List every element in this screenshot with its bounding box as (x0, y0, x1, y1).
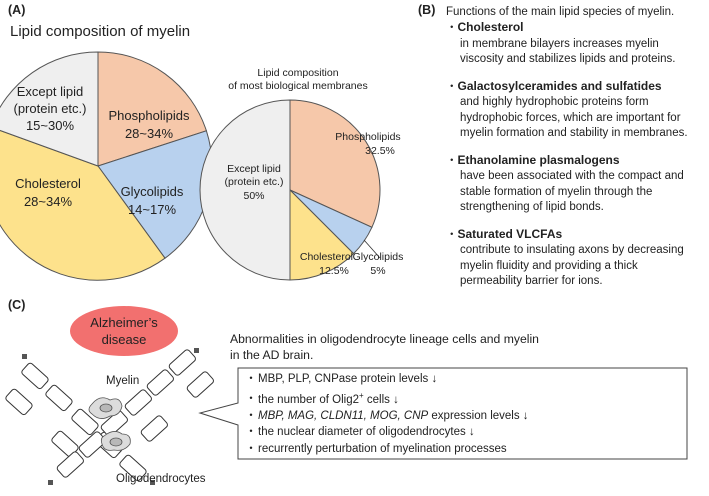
function-text: hydrophobic forces, which are important … (460, 111, 681, 124)
myelin-sheath-diagram (5, 349, 214, 482)
ad-abnormalities-title: Abnormalities in oligodendrocyte lineage… (230, 331, 539, 363)
membrane-label-except-line1: Except lipid (227, 163, 281, 175)
functions-list: ・Cholesterol in membrane bilayers increa… (446, 20, 708, 290)
membrane-slice-cholesterol (289, 188, 355, 281)
function-title: Saturated VLCFAs (457, 226, 563, 241)
myelin-label-cholesterol: Cholesterol (15, 176, 81, 191)
membrane-value-cholesterol: 12.5% (319, 265, 349, 277)
function-title: Cholesterol (457, 20, 524, 34)
finding-item: ・MBP, PLP, CNPase protein levels ↓ (244, 371, 684, 388)
finding-text: the nuclear diameter of oligodendrocytes… (258, 426, 475, 439)
alzheimers-label-line1: Alzheimer’s (90, 315, 158, 330)
membrane-label-phospholipids: Phospholipids (335, 131, 400, 143)
pie-charts-svg: Phospholipids 28~34% Glycolipids 14~17% … (0, 51, 404, 281)
bullet: ・ (446, 80, 458, 93)
myelin-slice-except-lipid (0, 51, 99, 167)
alzheimers-disease-ellipse (70, 306, 178, 356)
function-text: contribute to insulating axons by decrea… (460, 244, 684, 256)
function-text: have been associated with the compact an… (460, 170, 684, 182)
function-title: Ethanolamine plasmalogens (457, 152, 620, 167)
finding-text-suffix: cells ↓ (363, 393, 399, 406)
membrane-value-phospholipids: 32.5% (365, 145, 395, 157)
ad-title-line1: Abnormalities in oligodendrocyte lineage… (230, 332, 539, 346)
ad-title-line2: in the AD brain. (230, 348, 314, 362)
axon-ends (22, 348, 199, 485)
bullet: ・ (245, 393, 257, 406)
myelin-illustration: Alzheimer’s disease Myelin Oligodendrocy… (5, 306, 214, 485)
finding-text-suffix: expression levels ↓ (428, 409, 529, 422)
finding-text: MBP, PLP, CNPase protein levels ↓ (258, 373, 438, 385)
finding-text: recurrently perturbation of myelination … (258, 442, 507, 455)
myelin-value-except: 15~30% (26, 118, 75, 133)
panel-label-b: (B) (418, 3, 436, 17)
myelin-pie: Phospholipids 28~34% Glycolipids 14~17% … (0, 51, 213, 281)
bullet: ・ (446, 154, 458, 167)
panel-label-c: (C) (8, 298, 26, 312)
finding-item: ・the number of Olig2+ cells ↓ (244, 388, 684, 408)
bullet: ・ (245, 442, 257, 455)
finding-item: ・recurrently perturbation of myelination… (244, 441, 684, 458)
function-item-galactosylceramides: ・Galactosylceramides and sulfatides and … (446, 79, 708, 142)
membrane-pie: Phospholipids 32.5% Except lipid (protei… (199, 99, 404, 281)
finding-item: ・the nuclear diameter of oligodendrocyte… (244, 424, 684, 441)
bullet: ・ (446, 228, 458, 241)
findings-callout (198, 367, 688, 460)
alzheimers-label-line2: disease (102, 332, 147, 347)
membrane-label-glycolipids: Glycolipids (353, 251, 404, 263)
function-text: in membrane bilayers increases myelin (460, 37, 659, 50)
myelin-slice-phospholipids (97, 51, 208, 167)
oligodendrocytes-label: Oligodendrocytes (116, 473, 206, 485)
finding-item: ・MBP, MAG, CLDN11, MOG, CNP expression l… (244, 408, 684, 425)
function-item-vlcfas: ・Saturated VLCFAs contribute to insulati… (446, 227, 708, 290)
membrane-slice-phospholipids (289, 99, 381, 228)
myelin-label-except-line1: Except lipid (17, 84, 83, 99)
bullet: ・ (446, 22, 458, 34)
function-text: myelin formation and stability in membra… (460, 127, 688, 139)
findings-list: ・MBP, PLP, CNPase protein levels ↓ ・the … (244, 371, 684, 457)
panel-label-a: (A) (8, 3, 26, 17)
myelin-label-phospholipids: Phospholipids (109, 108, 190, 123)
bullet: ・ (245, 373, 257, 385)
membrane-value-except: 50% (243, 190, 264, 202)
gene-names: MBP, MAG, CLDN11, MOG, CNP (258, 409, 429, 422)
membrane-slice-except-lipid (199, 99, 291, 281)
functions-heading: Functions of the main lipid species of m… (446, 6, 675, 18)
membrane-leader-glycolipids (363, 239, 381, 259)
myelin-value-glycolipids: 14~17% (128, 202, 177, 217)
function-title: Galactosylceramides and sulfatides (457, 78, 662, 93)
myelin-label-glycolipids: Glycolipids (121, 184, 184, 199)
function-item-plasmalogens: ・Ethanolamine plasmalogens have been ass… (446, 153, 708, 216)
myelin-slice-cholesterol (0, 129, 166, 281)
myelin-label: Myelin (106, 375, 139, 387)
function-text: permeability barrier for ions. (460, 275, 603, 287)
membrane-label-cholesterol: Cholesterol (300, 251, 353, 263)
membrane-pie-title: Lipid composition of most biological mem… (228, 67, 368, 93)
membrane-value-glycolipids: 5% (370, 265, 385, 277)
function-text: and highly hydrophobic proteins form (460, 96, 649, 108)
finding-text: the number of Olig2 (258, 393, 360, 406)
function-text: strengthening of lipid bonds. (460, 201, 604, 213)
oligodendrocyte-cells (88, 397, 131, 451)
function-item-cholesterol: ・Cholesterol in membrane bilayers increa… (446, 20, 708, 68)
membrane-pie-title-line2: of most biological membranes (228, 80, 368, 92)
myelin-value-phospholipids: 28~34% (125, 126, 174, 141)
membrane-label-except-line2: (protein etc.) (225, 176, 284, 188)
membrane-pie-title-line1: Lipid composition (257, 67, 339, 79)
myelin-label-except-line2: (protein etc.) (14, 101, 87, 116)
bullet: ・ (245, 426, 257, 439)
function-text: myelin fluidity and providing a thick (460, 259, 638, 272)
function-text: viscosity and stabilizes lipids and prot… (460, 53, 676, 65)
bullet: ・ (245, 409, 257, 422)
superscript: + (359, 390, 364, 400)
myelin-pie-title: Lipid composition of myelin (10, 23, 191, 40)
function-text: stable formation of myelin through the (460, 185, 653, 198)
myelin-value-cholesterol: 28~34% (24, 194, 73, 209)
